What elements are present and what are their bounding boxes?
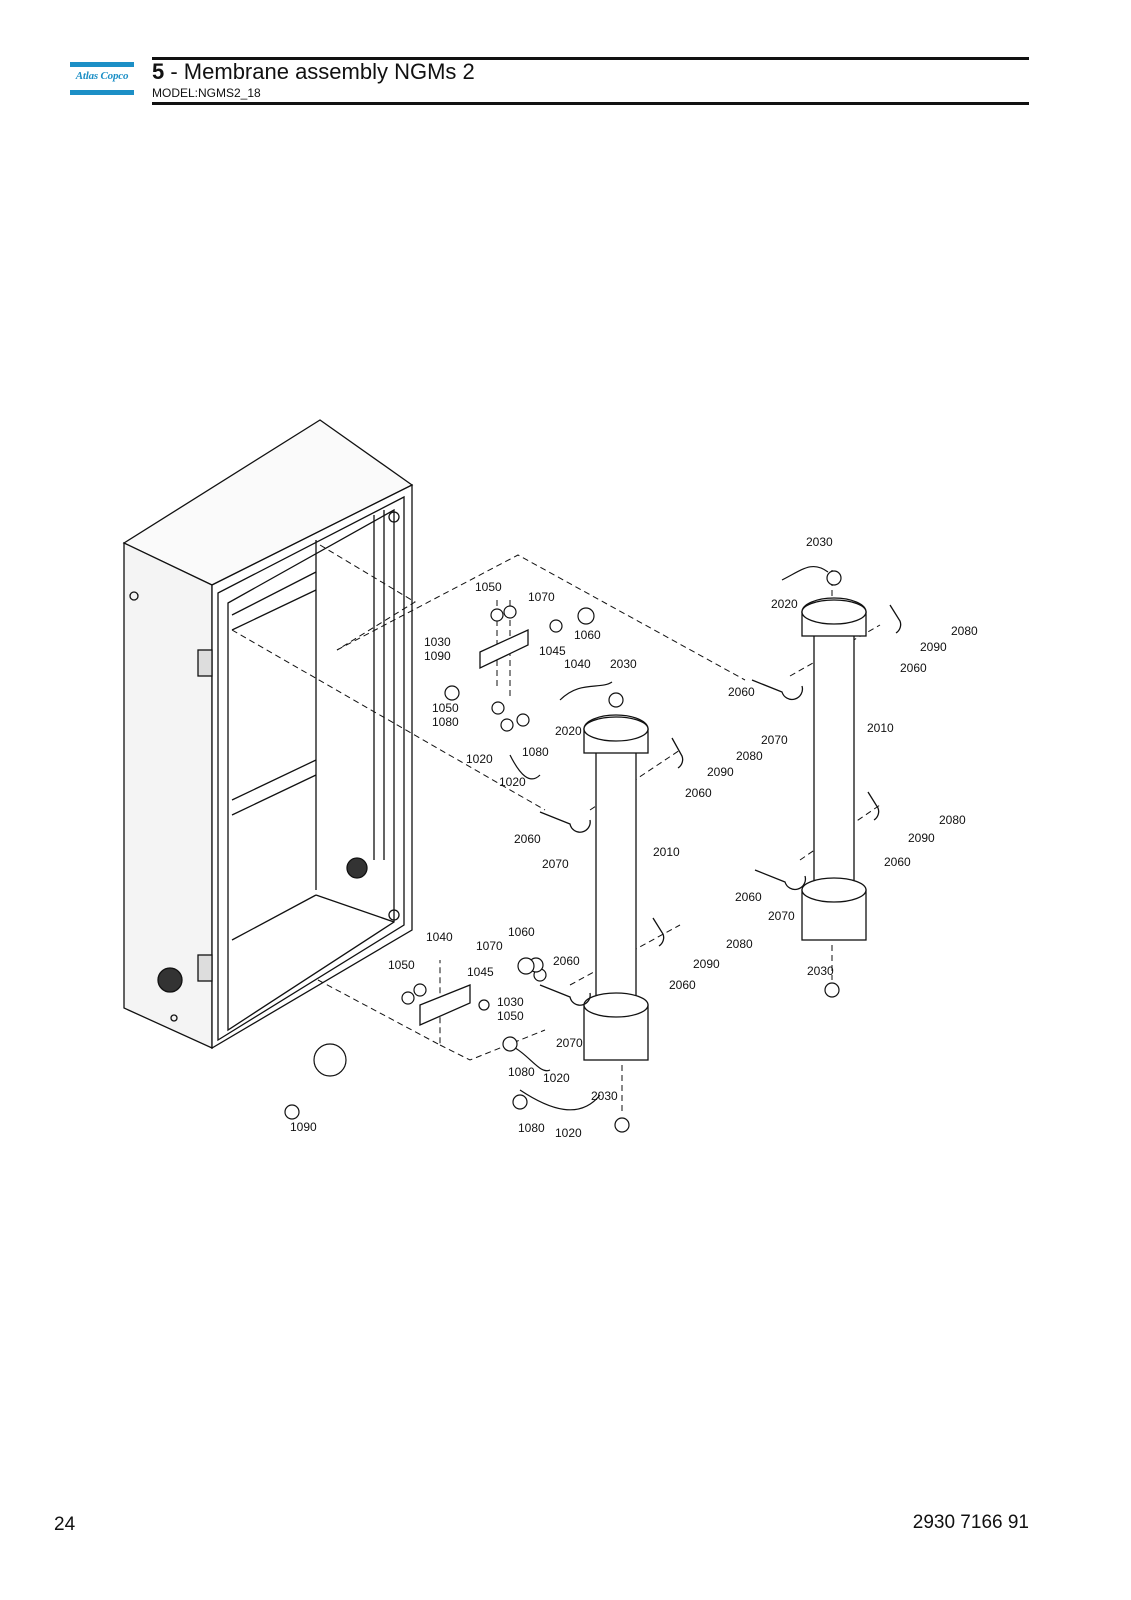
callout-2010: 2010	[653, 845, 680, 859]
atlas-copco-logo: Atlas Copco	[70, 62, 134, 95]
callout-1040: 1040	[564, 657, 591, 671]
callout-2090: 2090	[920, 640, 947, 654]
callout-1020: 1020	[466, 752, 493, 766]
callout-2080: 2080	[951, 624, 978, 638]
callout-2060: 2060	[900, 661, 927, 675]
callout-1020: 1020	[499, 775, 526, 789]
callout-1045: 1045	[467, 965, 494, 979]
manifold-blocks	[419, 628, 529, 1026]
callout-2070: 2070	[556, 1036, 583, 1050]
callout-2030: 2030	[591, 1089, 618, 1103]
clamps	[539, 604, 902, 1006]
callout-2090: 2090	[707, 765, 734, 779]
page-number: 24	[54, 1514, 76, 1535]
callout-1050: 1050	[432, 701, 459, 715]
callout-2030: 2030	[807, 964, 834, 978]
callout-1090: 1090	[424, 649, 451, 663]
cabinet	[122, 419, 414, 1050]
callout-1070: 1070	[528, 590, 555, 604]
logo-text: Atlas Copco	[75, 70, 129, 82]
callout-1070: 1070	[476, 939, 503, 953]
logo-bar-top	[70, 62, 134, 67]
callout-1040: 1040	[426, 930, 453, 944]
logo-bar-bottom	[70, 90, 134, 95]
callout-2070: 2070	[542, 857, 569, 871]
callout-2080: 2080	[736, 749, 763, 763]
callout-2070: 2070	[761, 733, 788, 747]
fittings	[284, 570, 842, 1133]
callout-2010: 2010	[867, 721, 894, 735]
callout-1045: 1045	[539, 644, 566, 658]
section-number: 5	[152, 59, 165, 84]
callout-1060: 1060	[508, 925, 535, 939]
callout-2060: 2060	[669, 978, 696, 992]
callout-2060: 2060	[685, 786, 712, 800]
page-title: 5 - Membrane assembly NGMs 2	[152, 59, 475, 85]
callout-2060: 2060	[514, 832, 541, 846]
callout-1050: 1050	[388, 958, 415, 972]
callout-2090: 2090	[908, 831, 935, 845]
callout-1020: 1020	[543, 1071, 570, 1085]
header-rule-bottom	[152, 102, 1029, 105]
callout-2020: 2020	[555, 724, 582, 738]
callout-2080: 2080	[939, 813, 966, 827]
section-title: - Membrane assembly NGMs 2	[164, 59, 475, 84]
callout-2030: 2030	[610, 657, 637, 671]
callout-1080: 1080	[432, 715, 459, 729]
document-number: 2930 7166 91	[912, 1512, 1029, 1533]
callout-1030: 1030	[424, 635, 451, 649]
callout-1080: 1080	[522, 745, 549, 759]
callout-2060: 2060	[884, 855, 911, 869]
callout-1090: 1090	[290, 1120, 317, 1134]
membrane-tube-2	[801, 597, 867, 941]
callout-1030: 1030	[497, 995, 524, 1009]
callout-1050: 1050	[475, 580, 502, 594]
header-rule-top	[152, 57, 1029, 60]
callout-2060: 2060	[553, 954, 580, 968]
callout-1060: 1060	[574, 628, 601, 642]
callout-1080: 1080	[518, 1121, 545, 1135]
callout-2070: 2070	[768, 909, 795, 923]
callout-1080: 1080	[508, 1065, 535, 1079]
callout-1020: 1020	[555, 1126, 582, 1140]
callout-1050: 1050	[497, 1009, 524, 1023]
callout-labels: 1050 1070 1060 1030 1090 1045 1040 2030 …	[290, 535, 978, 1140]
membrane-tube-1	[583, 714, 649, 1061]
callout-2020: 2020	[771, 597, 798, 611]
callout-2080: 2080	[726, 937, 753, 951]
model-label: MODEL:NGMS2_18	[152, 86, 261, 100]
callout-2060: 2060	[728, 685, 755, 699]
callout-2090: 2090	[693, 957, 720, 971]
callout-2030: 2030	[806, 535, 833, 549]
callout-2060: 2060	[735, 890, 762, 904]
